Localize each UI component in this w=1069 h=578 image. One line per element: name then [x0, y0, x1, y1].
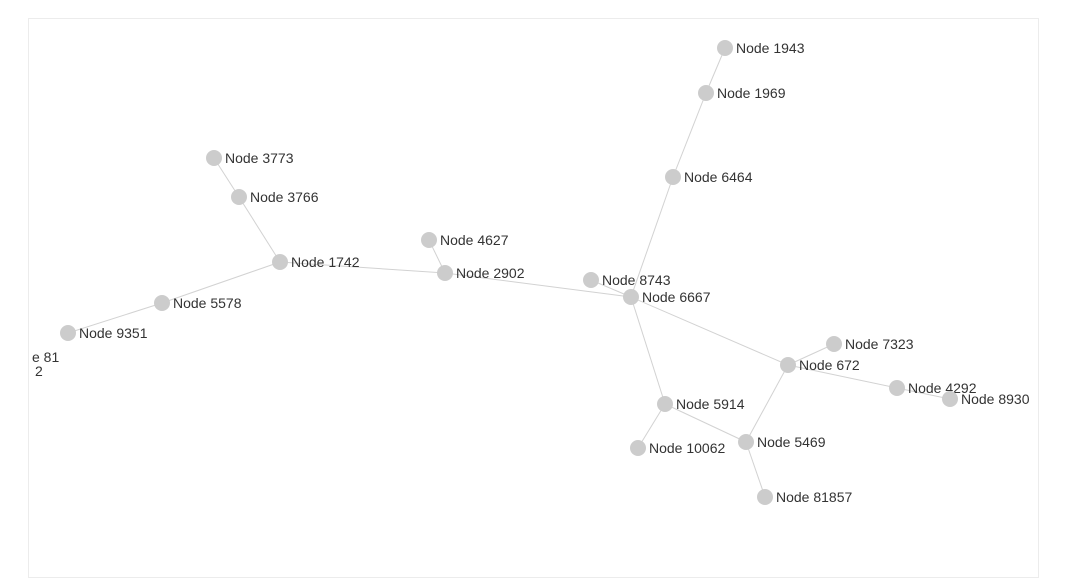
clipped-label-2: 2: [35, 363, 43, 379]
node-1969[interactable]: Node 1969: [698, 85, 786, 101]
node-6464[interactable]: Node 6464: [665, 169, 753, 185]
node-4627[interactable]: Node 4627: [421, 232, 509, 248]
node-circle[interactable]: [437, 265, 453, 281]
node-label: Node 8743: [602, 272, 671, 288]
node-circle[interactable]: [738, 434, 754, 450]
edge-n5914-n10062: [637, 403, 666, 449]
node-circle[interactable]: [630, 440, 646, 456]
edge-n6667-n5914: [630, 296, 666, 405]
node-8743[interactable]: Node 8743: [583, 272, 671, 288]
node-circle[interactable]: [421, 232, 437, 248]
node-label: Node 1969: [717, 85, 786, 101]
node-circle[interactable]: [206, 150, 222, 166]
node-5578[interactable]: Node 5578: [154, 295, 242, 311]
node-label: Node 81857: [776, 489, 853, 505]
node-label: Node 5469: [757, 434, 826, 450]
edge-n3766-n1742: [238, 196, 281, 263]
edge-n2902-n6667: [444, 272, 632, 298]
node-5469[interactable]: Node 5469: [738, 434, 826, 450]
node-label: Node 1943: [736, 40, 805, 56]
node-circle[interactable]: [60, 325, 76, 341]
node-circle[interactable]: [231, 189, 247, 205]
node-circle[interactable]: [717, 40, 733, 56]
node-circle[interactable]: [698, 85, 714, 101]
clipped-label-1: e 81: [32, 349, 59, 365]
edge-n6464-n6667: [630, 176, 674, 298]
edge-n1742-n2902: [279, 261, 446, 274]
edge-n5578-n9351: [67, 302, 163, 334]
node-4292[interactable]: Node 4292: [889, 380, 977, 396]
node-label: Node 6667: [642, 289, 711, 305]
node-1742[interactable]: Node 1742: [272, 254, 360, 270]
node-circle[interactable]: [657, 396, 673, 412]
edge-n1969-n6464: [672, 92, 707, 178]
node-label: Node 9351: [79, 325, 148, 341]
node-label: Node 8930: [961, 391, 1030, 407]
node-label: Node 7323: [845, 336, 914, 352]
node-label: Node 1742: [291, 254, 360, 270]
node-label: Node 3773: [225, 150, 294, 166]
edge-n1943-n1969: [705, 47, 726, 94]
edge-n672-n5469: [745, 364, 789, 443]
node-5914[interactable]: Node 5914: [657, 396, 745, 412]
node-circle[interactable]: [583, 272, 599, 288]
node-circle[interactable]: [154, 295, 170, 311]
edge-n5469-n81857: [745, 441, 766, 498]
node-3766[interactable]: Node 3766: [231, 189, 319, 205]
node-8930[interactable]: Node 8930: [942, 391, 1030, 407]
node-circle[interactable]: [889, 380, 905, 396]
node-label: Node 4292: [908, 380, 977, 396]
edge-n1742-n5578: [161, 261, 281, 304]
node-6667[interactable]: Node 6667: [623, 289, 711, 305]
node-circle[interactable]: [942, 391, 958, 407]
node-circle[interactable]: [826, 336, 842, 352]
node-10062[interactable]: Node 10062: [630, 440, 726, 456]
edge-n6667-n672: [630, 296, 789, 366]
node-label: Node 4627: [440, 232, 509, 248]
edge-n672-n7323: [787, 343, 835, 366]
node-label: Node 6464: [684, 169, 753, 185]
node-672[interactable]: Node 672: [780, 357, 860, 373]
node-label: Node 672: [799, 357, 860, 373]
node-label: Node 5914: [676, 396, 745, 412]
node-circle[interactable]: [623, 289, 639, 305]
node-label: Node 5578: [173, 295, 242, 311]
node-circle[interactable]: [757, 489, 773, 505]
node-81857[interactable]: Node 81857: [757, 489, 853, 505]
node-2902[interactable]: Node 2902: [437, 265, 525, 281]
edge-n4292-n8930: [896, 387, 951, 400]
node-label: Node 3766: [250, 189, 319, 205]
node-circle[interactable]: [665, 169, 681, 185]
node-9351[interactable]: Node 9351: [60, 325, 148, 341]
node-label: Node 10062: [649, 440, 726, 456]
node-circle[interactable]: [272, 254, 288, 270]
node-circle[interactable]: [780, 357, 796, 373]
node-1943[interactable]: Node 1943: [717, 40, 805, 56]
node-3773[interactable]: Node 3773: [206, 150, 294, 166]
graph-canvas: [28, 18, 1039, 578]
edge-n672-n4292: [787, 364, 898, 389]
node-label: Node 2902: [456, 265, 525, 281]
node-7323[interactable]: Node 7323: [826, 336, 914, 352]
edge-n5914-n5469: [664, 403, 747, 443]
